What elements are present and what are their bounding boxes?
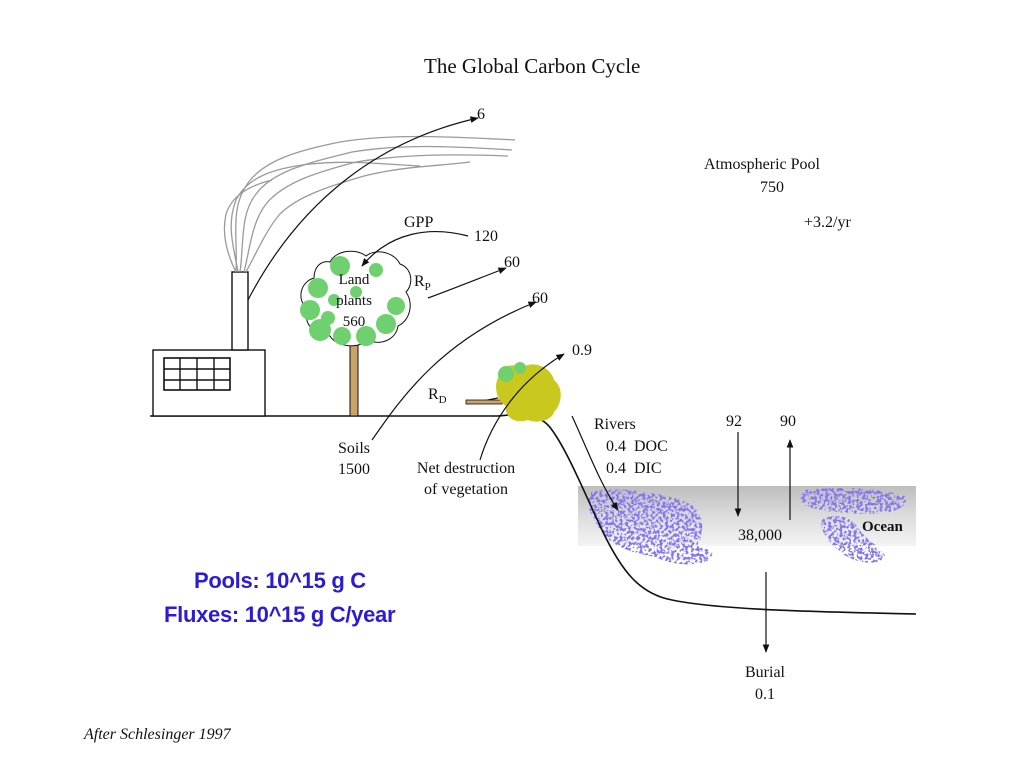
ground-line bbox=[150, 414, 917, 615]
rd-label-main: R bbox=[428, 386, 439, 403]
ocean-uptake-value: 92 bbox=[726, 413, 742, 430]
rp-label-main: R bbox=[414, 273, 425, 290]
factory bbox=[152, 271, 266, 417]
rd-value: 60 bbox=[532, 290, 548, 307]
rivers-doc: 0.4 DOC bbox=[606, 438, 668, 455]
land-plants-label-line1: Land bbox=[338, 272, 370, 288]
burial-value: 0.1 bbox=[755, 686, 775, 703]
vegetation-loss-value: 0.9 bbox=[572, 342, 592, 359]
vegetation-loss-label-line2: of vegetation bbox=[424, 481, 508, 498]
ocean-value: 38,000 bbox=[738, 527, 782, 544]
rivers-arrow bbox=[571, 415, 619, 511]
ocean-label: Ocean bbox=[862, 519, 903, 535]
source-credit: After Schlesinger 1997 bbox=[84, 726, 231, 743]
units-fluxes: Fluxes: 10^15 g C/year bbox=[164, 602, 396, 627]
ocean-release-value: 90 bbox=[780, 413, 796, 430]
gpp-value: 120 bbox=[474, 228, 498, 245]
units-pools: Pools: 10^15 g C bbox=[194, 568, 366, 593]
page-title: The Global Carbon Cycle bbox=[424, 54, 641, 78]
atmosphere-label: Atmospheric Pool bbox=[704, 156, 820, 173]
rd-label-sub: D bbox=[438, 394, 447, 407]
smoke-plume bbox=[223, 135, 516, 273]
fossil-flux-value: 6 bbox=[477, 106, 485, 123]
vegetation-loss-arrow bbox=[479, 353, 565, 461]
rivers-dic: 0.4 DIC bbox=[606, 460, 662, 477]
shrub bbox=[465, 362, 561, 422]
burial-label: Burial bbox=[745, 664, 785, 681]
tree bbox=[300, 250, 412, 417]
rp-label: RP bbox=[414, 273, 431, 294]
atmosphere-change: +3.2/yr bbox=[804, 214, 851, 231]
fossil-flux-arrow bbox=[247, 116, 479, 301]
vegetation-loss-label-line1: Net destruction bbox=[416, 460, 516, 477]
rd-arrow bbox=[371, 301, 537, 441]
rd-label: RD bbox=[428, 386, 447, 407]
soils-label: Soils bbox=[337, 440, 370, 457]
gpp-arrow bbox=[361, 231, 469, 267]
rivers-label: Rivers bbox=[594, 416, 636, 433]
rp-value: 60 bbox=[504, 254, 520, 271]
land-plants-value: 560 bbox=[342, 314, 366, 330]
soils-value: 1500 bbox=[338, 461, 370, 478]
rp-arrow bbox=[427, 267, 507, 299]
rp-label-sub: P bbox=[424, 281, 431, 294]
atmosphere-value: 750 bbox=[760, 179, 784, 196]
land-plants-label-line2: plants bbox=[336, 293, 372, 309]
gpp-label: GPP bbox=[404, 214, 434, 231]
